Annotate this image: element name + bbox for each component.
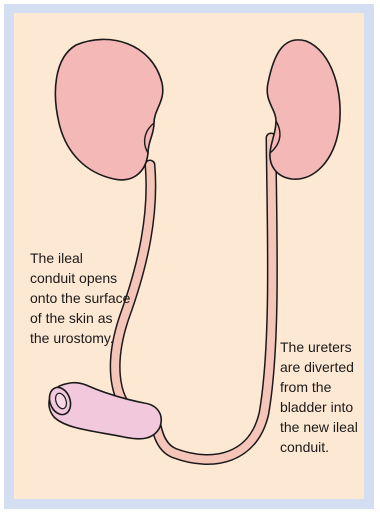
caption-line: the urostomy.: [30, 328, 130, 348]
caption-line: are diverted: [280, 357, 358, 377]
caption-line: onto the surface: [30, 288, 130, 308]
caption-line: conduit.: [280, 437, 358, 457]
caption-line: the new ileal: [280, 417, 358, 437]
left-kidney: [55, 39, 162, 179]
figure-frame: The ileal conduit opens onto the surface…: [4, 4, 374, 509]
right-kidney: [267, 40, 340, 179]
caption-line: bladder into: [280, 397, 358, 417]
right-ureter: [156, 138, 272, 460]
conduit-caption: The ileal conduit opens onto the surface…: [30, 248, 130, 348]
caption-line: The ileal: [30, 248, 130, 268]
right-ureter-fill: [156, 138, 272, 460]
caption-line: of the skin as: [30, 308, 130, 328]
caption-line: The ureters: [280, 337, 358, 357]
caption-line: conduit opens: [30, 268, 130, 288]
caption-line: from the: [280, 377, 358, 397]
figure-panel: The ileal conduit opens onto the surface…: [14, 13, 364, 499]
ureter-caption: The ureters are diverted from the bladde…: [280, 337, 358, 457]
